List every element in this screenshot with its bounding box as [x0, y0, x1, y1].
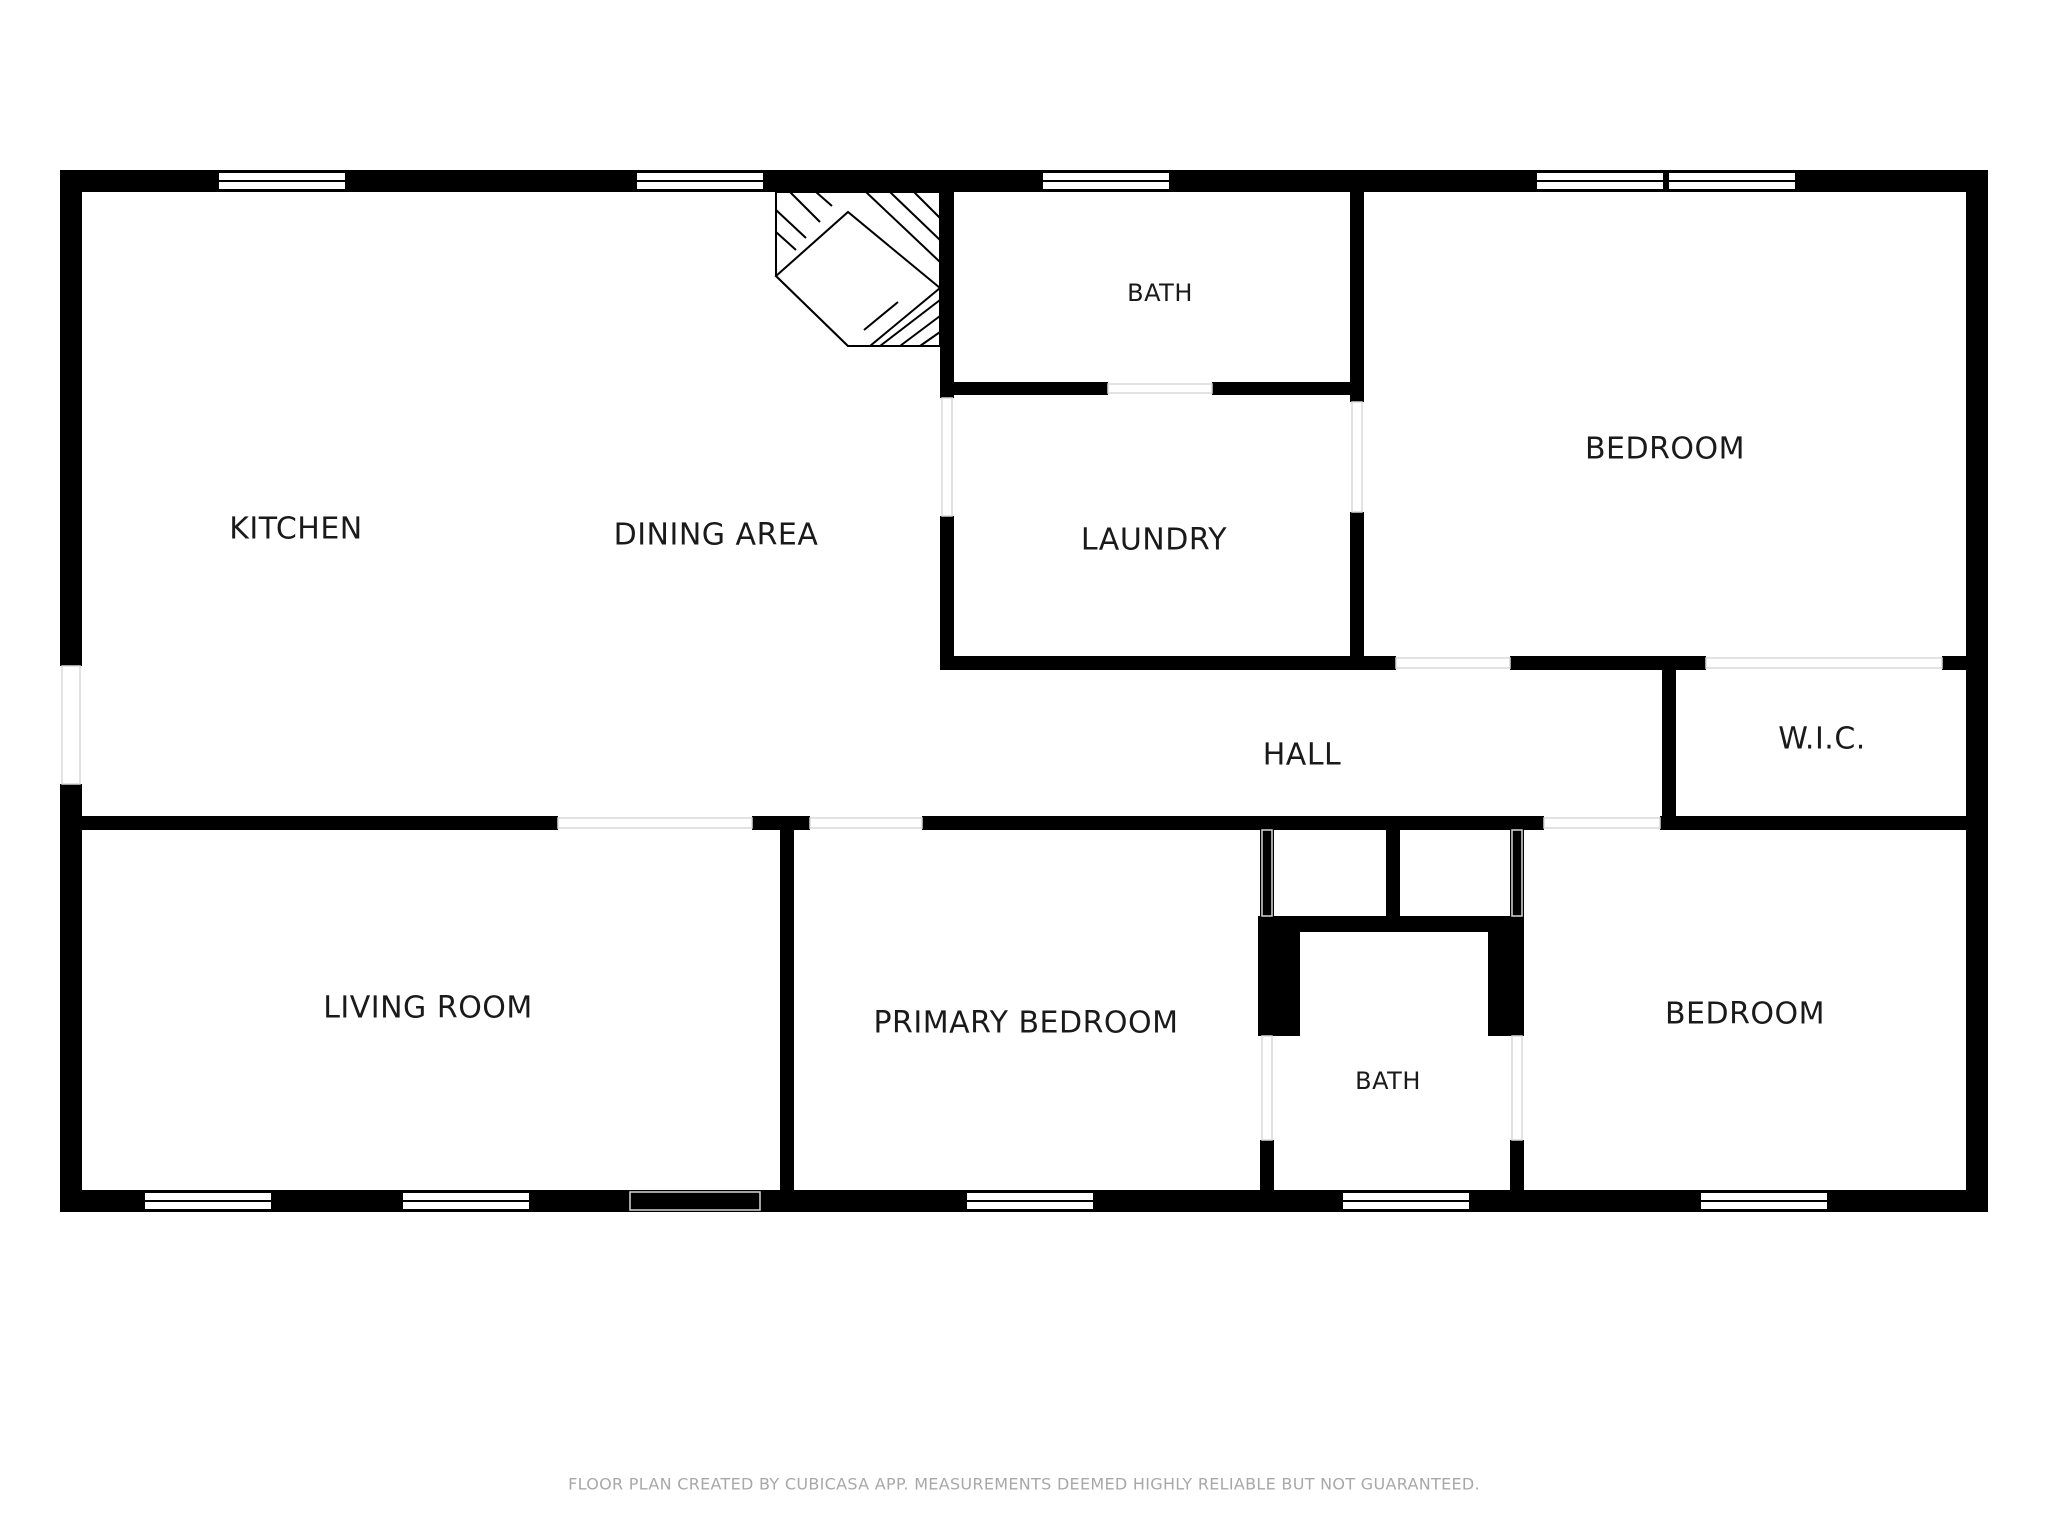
room-label-living-room: LIVING ROOM [323, 990, 533, 1026]
room-label-primary-bedroom: PRIMARY BEDROOM [873, 1005, 1179, 1041]
room-label-bedroom-top: BEDROOM [1584, 431, 1746, 467]
room-label-bath-top: BATH [1127, 279, 1193, 307]
room-label-dining-area: DINING AREA [613, 517, 819, 553]
fireplace-hatch [774, 191, 942, 347]
room-label-bath-bottom: BATH [1355, 1067, 1421, 1095]
room-label-kitchen: KITCHEN [229, 511, 363, 547]
room-label-hall: HALL [1262, 737, 1342, 773]
footer-disclaimer: FLOOR PLAN CREATED BY CUBICASA APP. MEAS… [568, 1474, 1480, 1494]
room-label-laundry: LAUNDRY [1080, 522, 1228, 558]
door-openings [61, 383, 1943, 1211]
walls [60, 170, 1988, 1212]
windows [143, 171, 1829, 1211]
room-label-bedroom-bottom: BEDROOM [1664, 996, 1826, 1032]
room-label-wic: W.I.C. [1778, 721, 1866, 757]
